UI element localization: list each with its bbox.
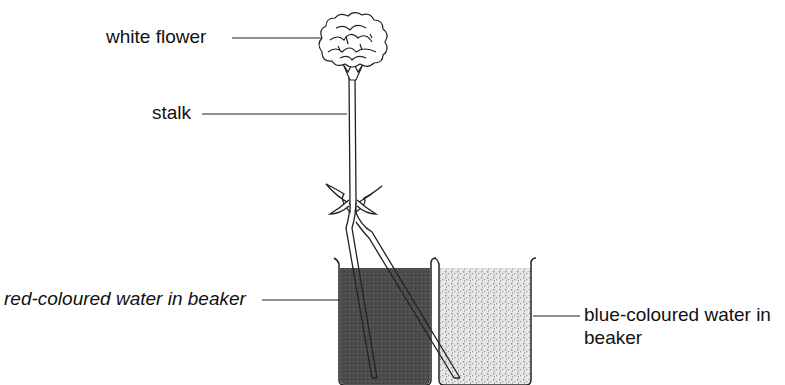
left-beaker (334, 258, 436, 385)
red-water-label: red-coloured water in beaker (4, 288, 260, 311)
stalk-drawing (346, 76, 460, 378)
leaves (326, 184, 382, 214)
right-beaker (435, 258, 536, 385)
leader-lines (202, 38, 580, 316)
stalk-label: stalk (152, 102, 200, 125)
blue-water-label: blue-coloured water in beaker (584, 304, 780, 350)
flower-label: white flower (106, 26, 230, 49)
red-water (340, 268, 430, 384)
white-flower-drawing (319, 13, 387, 67)
